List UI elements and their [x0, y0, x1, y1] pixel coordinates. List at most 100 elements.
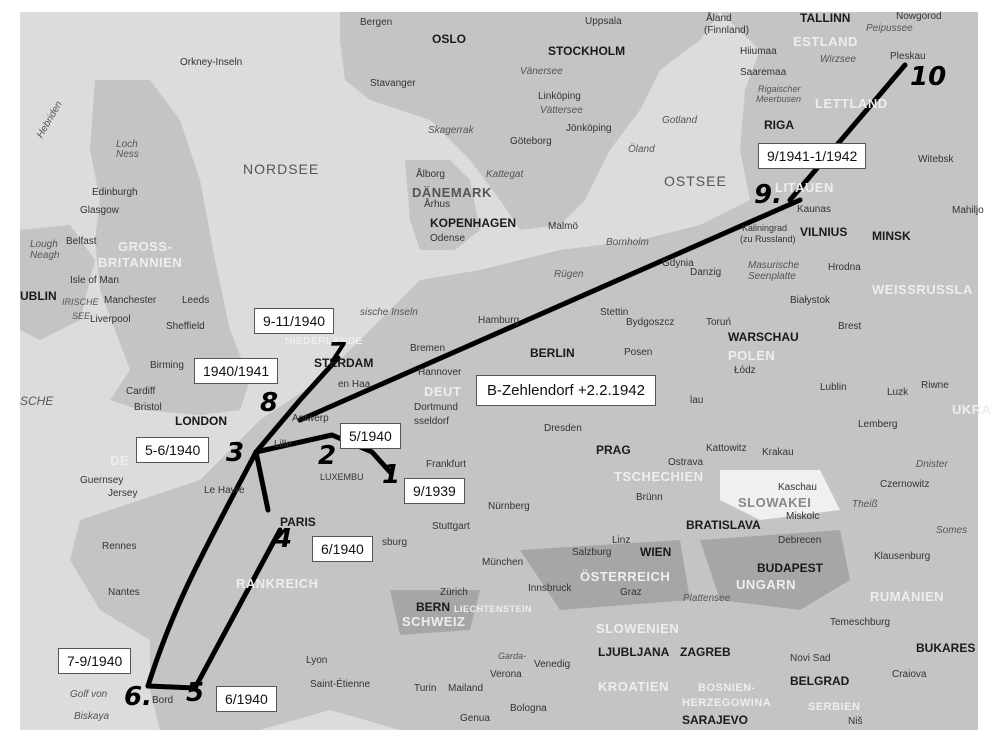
city-label-lemberg: Lemberg [858, 419, 898, 430]
capital-label-minsk: MINSK [872, 229, 911, 243]
sea-label-ostsee: OSTSEE [664, 173, 727, 189]
city-label-miskolc: Miskolc [786, 511, 820, 522]
capital-label-tallinn: TALLINN [800, 11, 851, 25]
city-label-debrecen: Debrecen [778, 535, 822, 546]
city-label-nowgorod: Nowgorod [896, 11, 942, 22]
city-label-loughneagh: Lough [30, 239, 58, 250]
city-label-mahiljo: Mahiljo [952, 205, 984, 216]
land-region-schweiz [390, 590, 480, 635]
route-number-9: 9. [754, 180, 782, 210]
city-label-munchen: München [482, 557, 524, 568]
city-label-ostrava: Ostrava [668, 457, 704, 468]
city-label-czernowitz: Czernowitz [880, 479, 930, 490]
route-number-7: 7 [328, 338, 347, 368]
capital-label-bern: BERN [416, 600, 451, 614]
city-label-posen: Posen [624, 347, 653, 358]
city-label-neagh: Neagh [30, 250, 60, 261]
city-label-cardiff: Cardiff [126, 386, 156, 397]
city-label-hannover: Hannover [418, 367, 462, 378]
city-label-irische: IRISCHE [62, 297, 99, 307]
capital-label-stockholm: STOCKHOLM [548, 44, 626, 58]
capital-label-oslo: OSLO [432, 32, 467, 46]
city-label-nis: Niš [848, 716, 863, 727]
route-label-3: 5-6/1940 [136, 437, 210, 463]
city-label-bologna: Bologna [510, 703, 547, 714]
city-label-kattegat: Kattegat [486, 169, 524, 180]
city-label-glasgow: Glasgow [80, 205, 119, 216]
land-denmark [405, 160, 480, 250]
city-label-isleofman: Isle of Man [70, 275, 119, 286]
city-label-vattersee: Vättersee [540, 105, 583, 116]
city-label-sheffield: Sheffield [166, 321, 205, 332]
city-label-dortmund: Dortmund [414, 402, 458, 413]
city-label-dnister: Dnister [916, 459, 948, 470]
route-number-5: 5 [186, 678, 205, 708]
sea-label-biskaya: Biskaya [74, 711, 110, 722]
sea-label-nordsee: NORDSEE [243, 161, 320, 177]
region-label-deut: DEUT [424, 384, 462, 399]
route-label-9: 9/1941-1/1942 [758, 143, 867, 169]
capital-label-belgrad: BELGRAD [790, 674, 850, 688]
route-label-2: 5/1940 [340, 423, 401, 449]
route-number-4: 4 [274, 524, 293, 554]
route-segment-6-5 [145, 683, 198, 691]
route-label-10: B-Zehlendorf +2.2.1942 [476, 375, 657, 406]
capital-label-berlin: BERLIN [530, 346, 575, 360]
capital-label-budapest: BUDAPEST [757, 561, 824, 575]
city-label-linz: Linz [612, 535, 631, 546]
city-label-orkney: Orkney-Inseln [180, 57, 243, 68]
city-label-jersey: Jersey [108, 488, 138, 499]
city-label-kaliningrad: Kaliningrad [742, 223, 788, 233]
city-label-kaschau: Kaschau [778, 482, 817, 493]
city-label-bristol: Bristol [134, 402, 162, 413]
capital-label-amsterdam: STERDAM [314, 356, 374, 370]
region-label-frankreich: RANKREICH [236, 576, 319, 591]
city-label-bydgoszcz: Bydgoszcz [626, 317, 675, 328]
city-label-brunn: Brünn [636, 492, 663, 503]
city-label-finnland: (Finnland) [704, 25, 750, 36]
city-label-kattowitz: Kattowitz [706, 443, 747, 454]
city-label-zurich: Zürich [440, 587, 468, 598]
route-segment-8-9 [297, 197, 803, 423]
city-label-gardasee: Garda- [498, 651, 527, 661]
city-label-saaremaa: Saaremaa [740, 67, 787, 78]
city-label-goteborg: Göteborg [510, 136, 552, 147]
city-label-graz: Graz [620, 587, 642, 598]
city-label-stetienne: Saint-Étienne [310, 679, 371, 690]
route-segment-9-10 [787, 62, 908, 203]
city-label-theiss: Theiß [852, 499, 878, 510]
city-label-edinburgh: Edinburgh [92, 187, 138, 198]
route-label-5: 6/1940 [216, 686, 277, 712]
route-number-6: 6. [124, 682, 152, 712]
city-label-nurnberg: Nürnberg [488, 501, 530, 512]
city-label-manchester: Manchester [104, 295, 157, 306]
city-label-vanersee: Vänersee [520, 66, 563, 77]
city-label-hamburg: Hamburg [478, 315, 520, 326]
route-number-8: 8 [260, 388, 279, 418]
city-label-bialystok: Białystok [790, 295, 831, 306]
city-label-meerbusen: Meerbusen [756, 94, 802, 104]
city-label-novisad: Novi Sad [790, 653, 831, 664]
region-label-daenemark: DÄNEMARK [412, 185, 492, 200]
capital-label-dublin: UBLIN [20, 289, 57, 303]
city-label-strasbourg: sburg [382, 537, 408, 548]
city-label-lublin: Lublin [820, 382, 847, 393]
city-label-friesische: sische Inseln [360, 307, 418, 318]
city-label-mailand: Mailand [448, 683, 484, 694]
city-label-ness: Ness [116, 149, 139, 160]
region-label-weissrussland: WEISSRUSSLA [872, 282, 973, 297]
city-label-bergen: Bergen [360, 17, 393, 28]
city-label-sche: SCHE [20, 394, 54, 408]
route-number-2: 2 [318, 441, 337, 471]
city-label-craiova: Craiova [892, 669, 927, 680]
region-label-gb: GROSS- [118, 239, 173, 254]
city-label-bordeaux: Bord [152, 695, 174, 706]
city-label-torun: Toruń [706, 317, 732, 328]
capital-label-zagreb: ZAGREB [680, 645, 731, 659]
capital-label-london: LONDON [175, 414, 227, 428]
city-label-brest: Brest [838, 321, 862, 332]
city-label-lille: Lille [274, 439, 292, 450]
city-label-birmingham: Birming [150, 360, 184, 371]
sea-label-golf: Golf von [70, 689, 108, 700]
